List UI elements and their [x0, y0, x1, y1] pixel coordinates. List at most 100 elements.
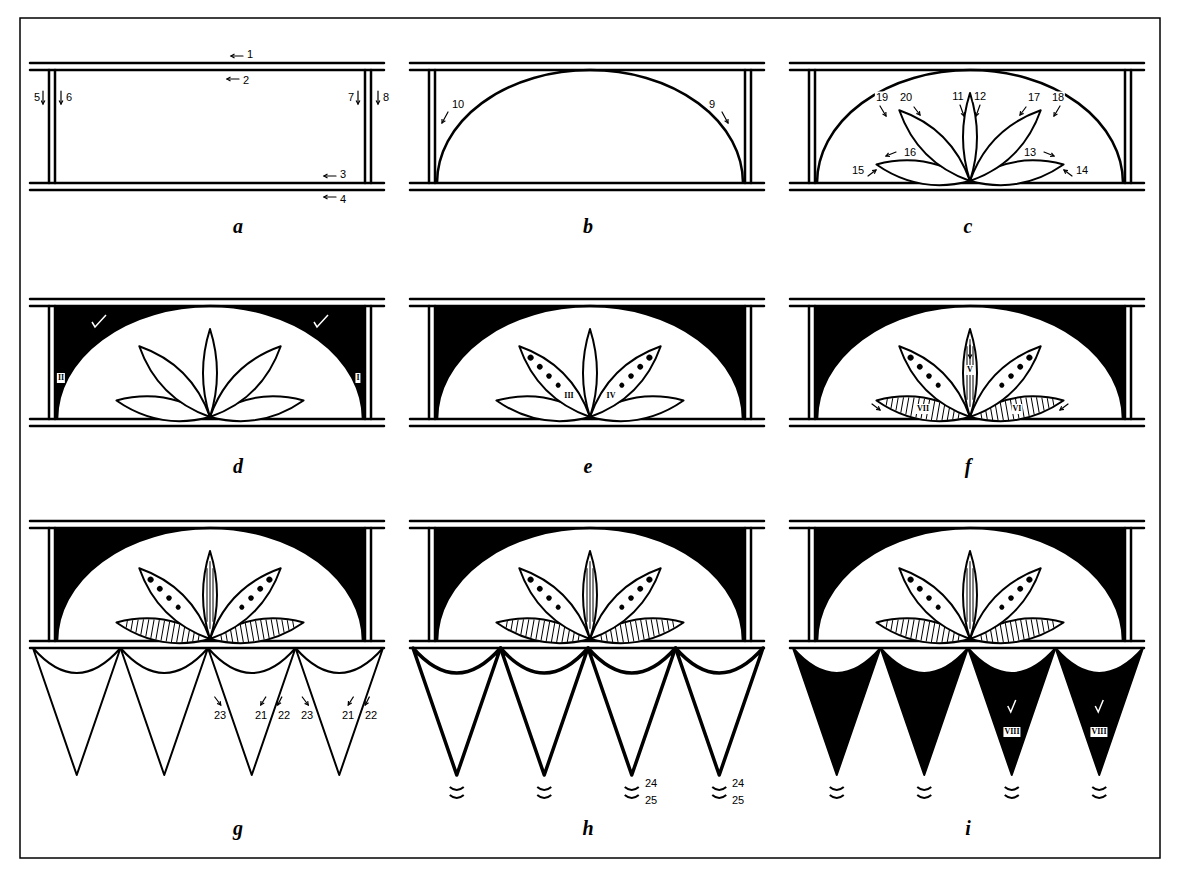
leaf-hatch: [911, 620, 914, 638]
design-panel: [30, 299, 384, 428]
leaf-hatch: [926, 622, 929, 641]
leaf: [203, 329, 217, 417]
leaf-dot: [545, 594, 553, 602]
tip-arc: [830, 787, 844, 790]
pendant-triangle: [296, 648, 384, 775]
framing-line: [790, 189, 1144, 192]
panel-letter: f: [965, 456, 972, 476]
stroke-number: 15: [851, 165, 865, 176]
stroke-arrow: [376, 91, 380, 104]
leaf-hatch: [1021, 620, 1024, 639]
panel-divider: [434, 70, 437, 183]
design-panel: [410, 521, 764, 798]
framing-line: [410, 425, 764, 428]
leaf-hatch: [1031, 620, 1034, 637]
stroke-arrow: [1044, 152, 1054, 156]
leaf-hatch: [937, 625, 940, 642]
leaf-hatch: [562, 627, 565, 642]
stroke-arrow: [227, 77, 239, 81]
panel-divider: [1124, 70, 1127, 183]
stroke-arrow: [41, 91, 45, 104]
arrow-head: [975, 112, 979, 116]
arrow-head: [886, 153, 890, 157]
panel-divider: [750, 70, 753, 183]
stroke-number: 1: [246, 49, 254, 60]
leaf-outline: [583, 551, 597, 639]
arrow-shaft: [1064, 170, 1072, 176]
panel-divider: [744, 70, 747, 183]
leaf-hatch: [541, 621, 544, 640]
stroke-arrow: [914, 107, 920, 115]
arrow-shaft: [1054, 106, 1060, 116]
leaf-dot: [1016, 585, 1024, 593]
leaf-hatch: [896, 398, 898, 410]
stroke-arrow: [868, 170, 876, 176]
leaf-hatch: [651, 620, 654, 637]
pendant-triangle: [968, 648, 1056, 775]
framing-line: [30, 182, 384, 185]
tip-arc: [712, 787, 726, 790]
panel-divider: [54, 70, 57, 183]
leaf-dot: [536, 585, 544, 593]
stroke-numeral: VIII: [1003, 727, 1020, 737]
leaf-hatch: [641, 620, 644, 639]
framing-line: [410, 62, 764, 65]
leaf-hatch: [271, 620, 274, 637]
arch-line: [57, 306, 363, 419]
leaf-hatch: [531, 620, 534, 638]
leaf-hatch: [593, 569, 594, 622]
arrow-shaft: [215, 697, 221, 705]
leaf-hatch: [906, 398, 909, 415]
design-panel: [790, 299, 1144, 428]
leaf-dot: [935, 382, 942, 389]
stroke-arrow: [1060, 404, 1068, 410]
leaf-hatch: [931, 401, 934, 419]
design-panel: [30, 63, 384, 190]
panel-divider: [48, 306, 51, 419]
panel-divider: [750, 306, 753, 419]
leaf-hatch: [521, 620, 524, 635]
panel-divider: [428, 70, 431, 183]
leaf: [963, 551, 977, 639]
arrow-head: [227, 77, 231, 81]
stroke-arrow: [278, 697, 282, 705]
arch-line: [817, 70, 1123, 183]
panel-letter: b: [583, 216, 593, 236]
framing-line: [30, 69, 384, 72]
stroke-number: 25: [731, 795, 745, 806]
arch-line: [817, 528, 1123, 641]
leaf-hatch: [1047, 399, 1049, 408]
arch-line: [437, 306, 743, 419]
stroke-number: 24: [644, 778, 658, 789]
leaf-hatch: [1026, 620, 1029, 638]
leaf-hatch: [636, 621, 639, 640]
framing-line: [410, 527, 764, 530]
stroke-arrow: [872, 404, 880, 410]
stroke-numeral: III: [563, 391, 574, 401]
panel-divider: [1130, 306, 1133, 419]
framing-line: [30, 425, 384, 428]
arrow-head: [442, 119, 445, 123]
arrow-shaft: [1044, 152, 1054, 156]
figure-border: [20, 18, 1160, 858]
panel-letter: d: [233, 456, 243, 476]
tip-arc: [537, 787, 551, 790]
arrow-shaft: [1020, 107, 1026, 115]
panel-divider: [370, 70, 373, 183]
framing-line: [410, 189, 764, 192]
stroke-number: 19: [875, 92, 889, 103]
arrow-shaft: [880, 106, 886, 116]
arrow-head: [872, 170, 876, 174]
leaf-hatch: [156, 620, 159, 639]
stroke-arrow: [880, 106, 886, 116]
framing-line: [410, 520, 764, 523]
pendant-triangle: [33, 648, 121, 775]
leaf-hatch: [1010, 622, 1013, 641]
arrow-head: [278, 701, 281, 705]
leaf-dot: [555, 382, 562, 389]
pendant-triangle: [208, 648, 296, 775]
check-mark: [1008, 700, 1016, 712]
leaf-dot: [627, 594, 635, 602]
leaf-hatch: [213, 569, 214, 622]
